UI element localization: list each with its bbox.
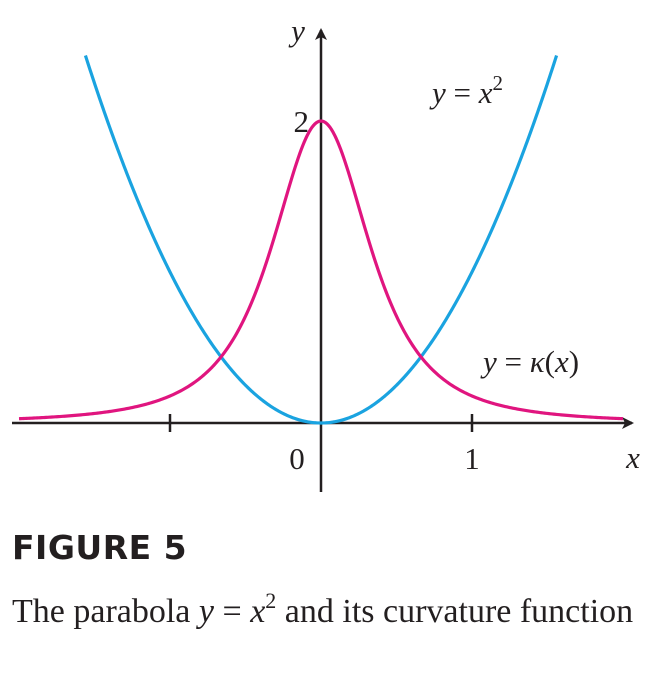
x-tick-label: 1 [464, 441, 480, 476]
curvature-curve [18, 119, 624, 421]
curvature-label: y = κ(x) [480, 344, 579, 379]
y-axis-label: y [288, 13, 305, 48]
caption-math-x: x [250, 593, 266, 630]
figure-caption-text: The parabola y = x2 and its curvature fu… [12, 588, 662, 635]
x-tick-label: 0 [289, 441, 305, 476]
parabola-label: y = x2 [429, 71, 503, 110]
caption-math-y: y [198, 593, 214, 630]
x-axis-label: x [625, 440, 640, 475]
chart-plot: 0 1 2 x y y = x2 y = κ(x) [12, 13, 640, 492]
parabola-curve [83, 55, 559, 425]
y-tick-label: 2 [294, 104, 310, 139]
caption-text-2: and its curvature function [276, 593, 634, 630]
caption-math-sup: 2 [265, 588, 277, 613]
figure-caption-title: FIGURE 5 [12, 528, 188, 567]
caption-math-eq: = [214, 593, 251, 630]
caption-text-1: The parabola [12, 593, 199, 630]
